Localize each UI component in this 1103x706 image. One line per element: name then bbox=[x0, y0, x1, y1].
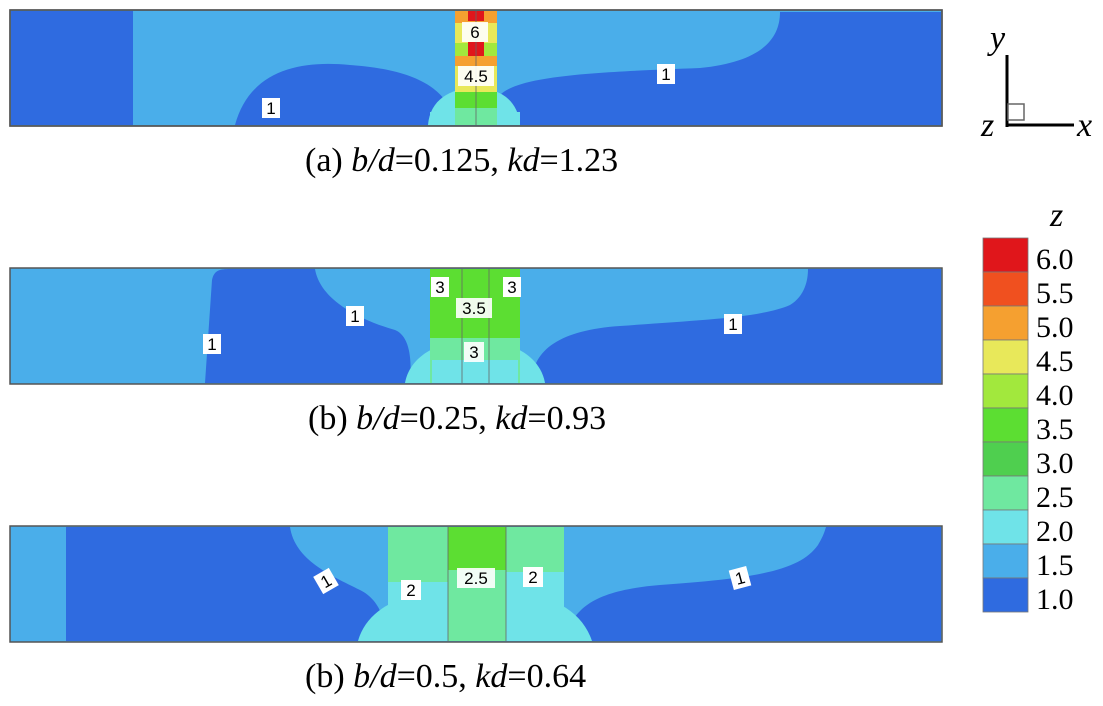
svg-text:1: 1 bbox=[350, 307, 359, 326]
colorbar-swatch bbox=[982, 339, 1029, 375]
svg-text:1: 1 bbox=[266, 99, 275, 118]
panel-b-contour bbox=[9, 267, 943, 385]
colorbar-tick-label: 6.0 bbox=[1036, 243, 1074, 276]
contour-label: 3 bbox=[503, 277, 521, 297]
contour-label: 1 bbox=[346, 306, 364, 326]
contour-label: 4.5 bbox=[458, 66, 494, 86]
svg-text:3.5: 3.5 bbox=[462, 299, 486, 318]
svg-text:1: 1 bbox=[728, 315, 737, 334]
contour-label: 2 bbox=[401, 580, 421, 600]
contour-label: 3 bbox=[464, 342, 484, 362]
colorbar-swatch bbox=[982, 441, 1029, 477]
colorbar-tick-label: 4.0 bbox=[1036, 379, 1074, 412]
y-axis-label: y bbox=[987, 20, 1006, 57]
colorbar-tick-label: 3.5 bbox=[1036, 413, 1074, 446]
svg-text:2: 2 bbox=[528, 568, 537, 587]
colorbar-swatch bbox=[982, 237, 1029, 273]
svg-text:1: 1 bbox=[207, 335, 216, 354]
svg-text:4.5: 4.5 bbox=[464, 67, 488, 86]
contour-label: 3 bbox=[431, 277, 449, 297]
colorbar-swatch bbox=[982, 543, 1029, 579]
svg-text:6: 6 bbox=[470, 23, 479, 42]
colorbar-swatch bbox=[982, 305, 1029, 341]
colorbar-tick-label: 1.5 bbox=[1036, 549, 1074, 582]
colorbar-tick-label: 3.0 bbox=[1036, 447, 1074, 480]
colorbar-tick-label: 1.0 bbox=[1036, 583, 1074, 616]
colorbar-tick-label: 2.5 bbox=[1036, 481, 1074, 514]
colorbar-tick-label: 5.5 bbox=[1036, 277, 1074, 310]
colorbar-tick-label: 4.5 bbox=[1036, 345, 1074, 378]
caption-b: (b) b/d=0.25, kd=0.93 bbox=[308, 400, 607, 437]
colorbar-swatch bbox=[982, 509, 1029, 545]
colorbar-swatch bbox=[982, 475, 1029, 511]
contour-label: 6 bbox=[462, 22, 488, 42]
contour-label: 2.5 bbox=[457, 568, 495, 588]
contour-label: 1 bbox=[203, 334, 221, 354]
svg-text:3: 3 bbox=[507, 278, 516, 297]
colorbar-swatch bbox=[982, 407, 1029, 443]
axes-triad: y z x bbox=[980, 20, 1092, 144]
contour-label: 1 bbox=[262, 98, 280, 118]
contour-label: 3.5 bbox=[456, 298, 492, 318]
caption-a: (a) b/d=0.125, kd=1.23 bbox=[305, 142, 619, 179]
svg-text:2: 2 bbox=[406, 581, 415, 600]
caption-c: (b) b/d=0.5, kd=0.64 bbox=[305, 658, 587, 695]
colorbar-title: z bbox=[1049, 197, 1063, 234]
svg-text:1: 1 bbox=[661, 65, 670, 84]
colorbar-swatch bbox=[982, 577, 1029, 613]
colorbar-swatch bbox=[982, 373, 1029, 409]
svg-text:3: 3 bbox=[469, 343, 478, 362]
svg-text:3: 3 bbox=[435, 278, 444, 297]
x-axis-label: x bbox=[1076, 107, 1092, 144]
contour-label: 2 bbox=[523, 567, 543, 587]
svg-text:2.5: 2.5 bbox=[464, 569, 488, 588]
contour-label: 1 bbox=[657, 64, 675, 84]
contour-label: 1 bbox=[728, 566, 752, 590]
contour-label: 1 bbox=[724, 314, 742, 334]
colorbar-tick-label: 5.0 bbox=[1036, 311, 1074, 344]
colorbar-swatch bbox=[982, 271, 1029, 307]
colorbar-tick-label: 2.0 bbox=[1036, 515, 1074, 548]
contour-label: 1 bbox=[313, 567, 339, 595]
z-axis-label: z bbox=[980, 107, 994, 144]
colorbar: 6.05.55.04.54.03.53.02.52.01.51.0 bbox=[982, 237, 1074, 616]
